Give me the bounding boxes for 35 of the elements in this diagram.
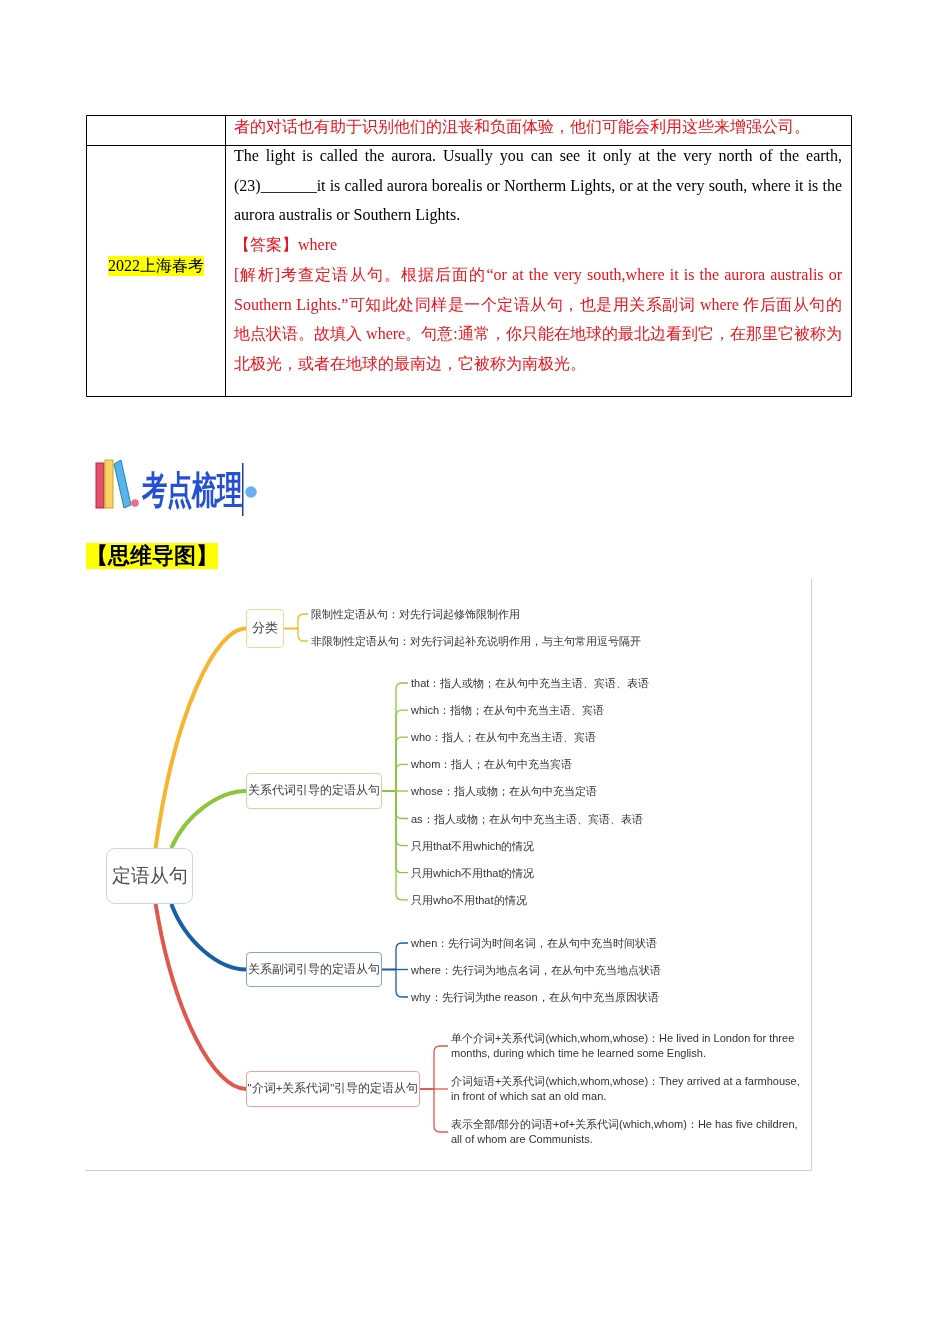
mind-map-heading: 【思维导图】 bbox=[86, 543, 218, 569]
branch-box: 分类 bbox=[246, 609, 284, 648]
brace-line bbox=[381, 968, 409, 998]
translation-text: 者的对话也有助于识别他们的沮丧和负面体验，他们可能会利用这些来增强公司。 bbox=[234, 117, 810, 137]
brace-line bbox=[283, 627, 309, 642]
leaf-text: 介词短语+关系代词(which,whom,whose)：They arrived at a farmhouse, in front of which sat an old man. bbox=[451, 1074, 806, 1104]
leaf-text: which：指物；在从句中充当主语、宾语 bbox=[411, 702, 605, 718]
branch-line bbox=[153, 626, 247, 849]
branch-line bbox=[169, 789, 247, 849]
leaf-text: who：指人；在从句中充当主语、宾语 bbox=[411, 729, 597, 745]
leaf-text: 表示全部/部分的词语+of+关系代词(which,whom)：He has five children, all of whom are Communists. bbox=[451, 1117, 806, 1147]
leaf-text: 只用which不用that的情况 bbox=[411, 865, 535, 881]
branch-box: 关系代词引导的定语从句 bbox=[246, 773, 382, 809]
topic-box: 定语从句 bbox=[106, 848, 193, 904]
leaf-text: 只用that不用which的情况 bbox=[411, 838, 535, 854]
analysis-text: [解析]考查定语从句。根据后面的“or at the very south,where it is the aurora australis or Southern Lights.”可知此处同样是一个定语从句，也是用关系副词 where 作后面从句的地点状语。故填入 where。句意:通常，你只能在地球的最北边看到它，在那里它被称为北极光，或者在地球的最南边，它被称为南极光。 bbox=[234, 264, 842, 374]
leaf-text: 只用who不用that的情况 bbox=[411, 892, 527, 908]
leaf-text: whose：指人或物；在从句中充当定语 bbox=[411, 783, 597, 799]
leaf-text: as：指人或物；在从句中充当主语、宾语、表语 bbox=[411, 811, 643, 826]
exam-source-label: 2022上海春考 bbox=[108, 256, 204, 276]
section-heading: 考点梳理 bbox=[142, 470, 242, 509]
leaf-text: that：指人或物；在从句中充当主语、宾语、表语 bbox=[411, 675, 650, 691]
leaf-text: 单个介词+关系代词(which,whom,whose)：He lived in London for three months, during which time he learned some English. bbox=[451, 1031, 806, 1061]
passage-text: The light is called the aurora. Usually you can see it only at the very north of the earth, (23)_______it is called aurora borealis or Northerm Lights, or at the very south, where it is the aurora australis or Southern Lights. bbox=[234, 146, 842, 226]
answer-text: 【答案】where bbox=[234, 235, 339, 256]
branch-line bbox=[169, 903, 247, 972]
branch-box: "介词+关系代词"引导的定语从句 bbox=[246, 1071, 420, 1107]
leaf-text: 非限制性定语从句：对先行词起补充说明作用，与主句常用逗号隔开 bbox=[311, 633, 641, 649]
leaf-text: 限制性定语从句：对先行词起修饰限制作用 bbox=[311, 606, 520, 622]
leaf-text: why：先行词为the reason，在从句中充当原因状语 bbox=[411, 989, 659, 1005]
leaf-text: whom：指人；在从句中充当宾语 bbox=[411, 756, 573, 772]
branch-line bbox=[153, 903, 247, 1091]
branch-box: 关系副词引导的定语从句 bbox=[246, 952, 382, 987]
leaf-text: when：先行词为时间名词，在从句中充当时间状语 bbox=[411, 935, 658, 951]
leaf-text: where：先行词为地点名词，在从句中充当地点状语 bbox=[411, 962, 661, 978]
